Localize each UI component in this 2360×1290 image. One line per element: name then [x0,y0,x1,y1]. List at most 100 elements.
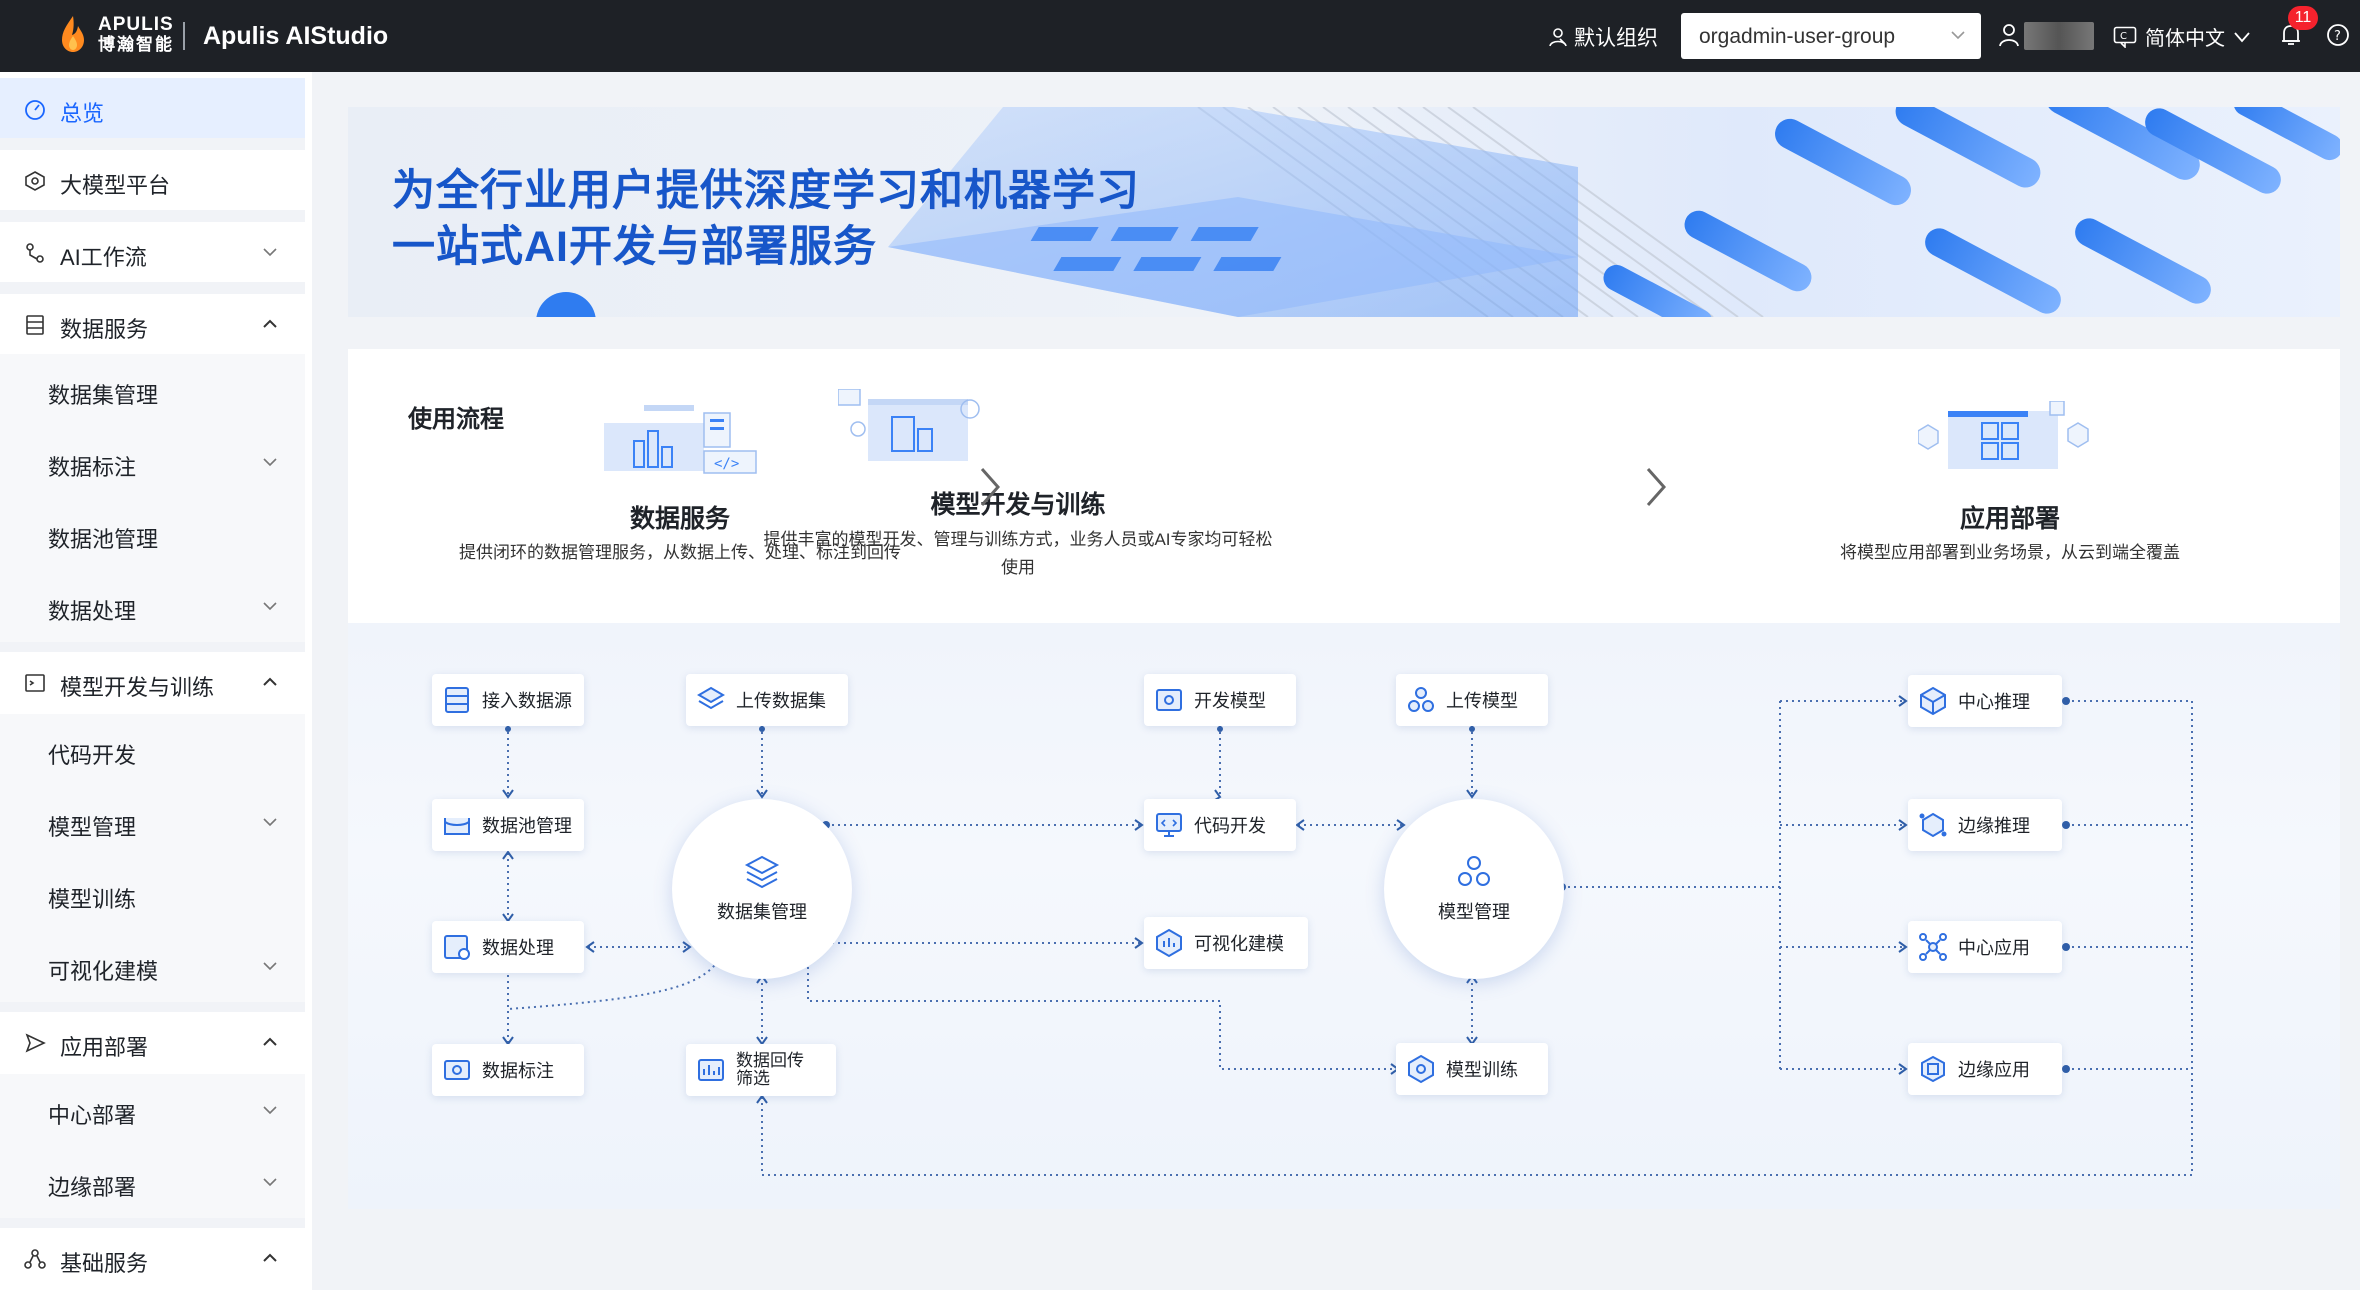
apulis-logo[interactable]: APULIS 博瀚智能 [56,14,174,54]
chevron-down-icon [1951,31,1965,40]
data-source-icon [445,687,469,713]
chevron-down-icon [263,458,277,467]
sidebar-item-model-dev[interactable]: 模型开发与训练 [0,652,305,714]
model-nodes-icon [1458,856,1490,886]
chevron-right-icon [1646,468,1667,506]
edge-cube-icon [1919,812,1947,838]
data-label-icon [444,1060,470,1080]
usage-title: 使用流程 [408,406,504,433]
sidebar-item-code-dev[interactable]: 代码开发 [0,714,305,786]
org-select-value: orgadmin-user-group [1699,25,1896,48]
step-title-app-deploy: 应用部署 [1959,505,2060,533]
logo-cn-text: 博瀚智能 [98,35,174,54]
code-monitor-icon [1156,813,1182,837]
org-label: 默认组织 [1548,22,1658,52]
terminal-icon [25,674,45,692]
workflow-icon [26,243,44,263]
sidebar-item-label: 总览 [60,101,105,126]
svg-text:C: C [2120,31,2127,42]
sidebar-item-label: 中心部署 [48,1103,137,1128]
node-data-source[interactable]: 接入数据源 [432,674,584,726]
chevron-up-icon [263,677,277,686]
org-select[interactable]: orgadmin-user-group [1681,13,1981,59]
upload-model-icon [1408,687,1434,712]
sidebar-item-ai-workflow[interactable]: AI工作流 [0,222,305,282]
node-label: 中心应用 [1958,938,2030,958]
sidebar-item-label: 模型训练 [48,887,137,912]
app-name: Apulis AIStudio [203,22,389,50]
org-label-text: 默认组织 [1574,27,1658,50]
sidebar-item-base-service[interactable]: 基础服务 [0,1228,305,1290]
sidebar-item-data-process[interactable]: 数据处理 [0,570,305,642]
chevron-down-icon [263,818,277,827]
model-mgmt-label: 模型管理 [1438,902,1510,922]
step-title-data-service: 数据服务 [629,505,730,533]
banner-title-line2: 一站式AI开发与部署服务 [392,223,877,271]
sidebar-item-label: AI工作流 [60,245,147,270]
sidebar-item-center-deploy[interactable]: 中心部署 [0,1074,305,1146]
org-user-icon [1549,28,1567,47]
node-upload-model[interactable]: 上传模型 [1396,674,1548,726]
node-data-process[interactable]: 数据处理 [432,921,584,973]
flame-logo-icon [62,16,84,52]
node-edge-infer[interactable]: 边缘推理 [1908,799,2062,851]
help-icon[interactable]: ? [2326,23,2350,47]
chevron-down-icon [263,962,277,971]
sidebar-item-model-mgmt[interactable]: 模型管理 [0,786,305,858]
sidebar-item-edge-deploy[interactable]: 边缘部署 [0,1146,305,1218]
sidebar-item-llm-platform[interactable]: 大模型平台 [0,150,305,210]
sidebar-item-label: 数据标注 [48,455,137,480]
sidebar-item-label: 边缘部署 [48,1175,137,1200]
sidebar-item-visual-model[interactable]: 可视化建模 [0,930,305,1002]
node-edge-app[interactable]: 边缘应用 [1908,1043,2062,1095]
user-icon[interactable] [1998,23,2020,47]
sidebar-item-label: 数据池管理 [48,527,159,552]
node-center-infer[interactable]: 中心推理 [1908,675,2062,727]
cube-icon [1920,686,1946,716]
sidebar-item-label: 模型开发与训练 [60,675,215,700]
node-center-app[interactable]: 中心应用 [1908,921,2062,973]
node-data-pool[interactable]: 数据池管理 [432,799,584,851]
node-data-label[interactable]: 数据标注 [432,1044,584,1096]
node-label-line2: 筛选 [736,1069,770,1088]
dashboard-icon [25,100,45,120]
chevron-up-icon [263,319,277,328]
sidebar-item-data-service[interactable]: 数据服务 [0,294,305,354]
data-pool-icon [444,818,470,835]
node-code-dev[interactable]: 代码开发 [1144,799,1296,851]
chevron-down-icon [2234,31,2250,42]
node-label: 中心推理 [1958,692,2030,712]
sidebar-item-model-train[interactable]: 模型训练 [0,858,305,930]
model-mgmt-hub[interactable]: 模型管理 [1384,799,1564,979]
sidebar-item-dataset-mgmt[interactable]: 数据集管理 [0,354,305,426]
dataset-mgmt-hub[interactable]: 数据集管理 [672,799,852,979]
layers-icon [744,855,780,889]
node-model-train[interactable]: 模型训练 [1396,1043,1548,1095]
sidebar-item-overview[interactable]: 总览 [0,78,305,138]
node-visual-model[interactable]: 可视化建模 [1144,917,1308,969]
sidebar-item-data-label[interactable]: 数据标注 [0,426,305,498]
username-redacted[interactable] [2024,22,2094,50]
node-upload-dataset[interactable]: 上传数据集 [686,674,848,726]
node-label: 边缘推理 [1958,816,2030,836]
node-data-return[interactable]: 数据回传 筛选 [686,1044,836,1096]
language-label: 简体中文 [2145,28,2225,50]
banner-title: 为全行业用户提供深度学习和机器学习 一站式AI开发与部署服务 [392,163,1140,275]
sidebar-item-label: 基础服务 [60,1251,149,1276]
translate-icon: C [2113,26,2137,48]
banner-illustration [536,107,2340,317]
sidebar-item-data-pool[interactable]: 数据池管理 [0,498,305,570]
node-label: 接入数据源 [482,691,572,711]
svg-text:?: ? [2334,29,2341,44]
language-switch[interactable]: C 简体中文 [2113,22,2251,51]
node-label: 上传模型 [1446,691,1518,711]
notification-badge: 11 [2288,6,2318,30]
node-dev-model[interactable]: 开发模型 [1144,674,1296,726]
dataset-mgmt-label: 数据集管理 [717,902,807,922]
dev-model-icon [1156,689,1182,711]
app-deploy-illustration [1918,401,2089,469]
hero-banner: 为全行业用户提供深度学习和机器学习 一站式AI开发与部署服务 [348,107,2340,317]
sidebar-item-app-deploy[interactable]: 应用部署 [0,1012,305,1074]
visual-model-icon [1156,928,1182,958]
step-desc-model-dev: 提供丰富的模型开发、管理与训练方式，业务人员或AI专家均可轻松 使用 [708,526,1328,582]
